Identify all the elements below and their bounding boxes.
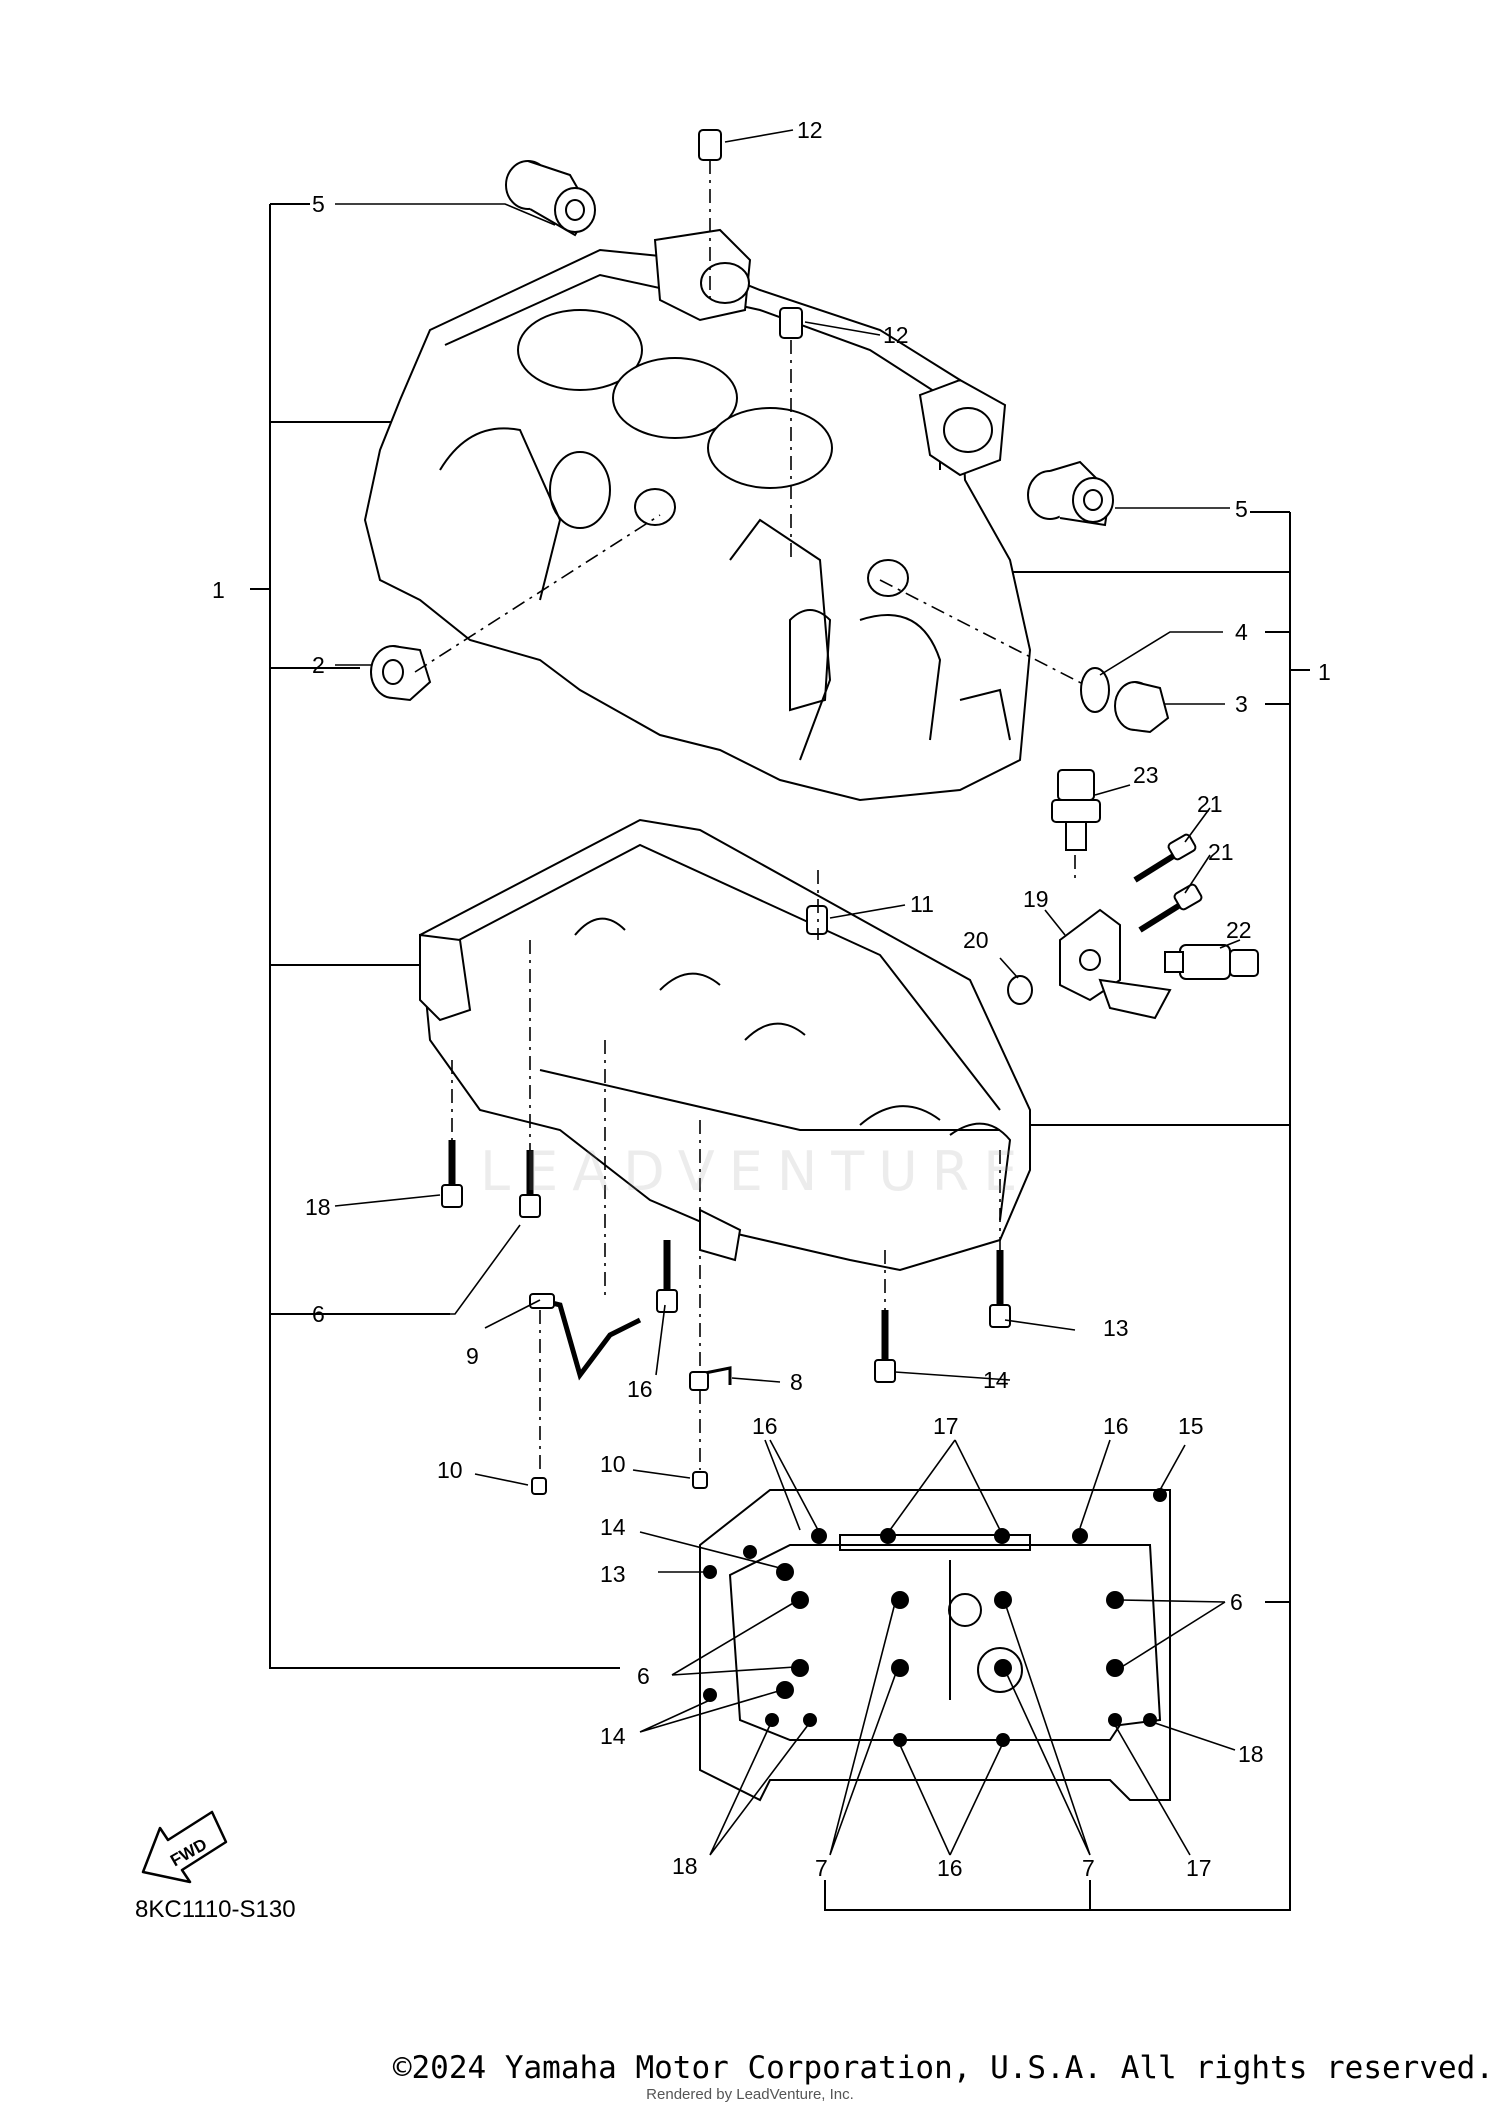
bolt-21a <box>1133 833 1197 883</box>
o-ring-20 <box>1007 975 1033 1005</box>
bolt-13 <box>989 1250 1011 1328</box>
mount-damper-5b <box>1027 460 1114 527</box>
screw-10b <box>692 1471 708 1489</box>
callout-12-a: 12 <box>797 117 823 143</box>
copyright-notice: ©2024 Yamaha Motor Corporation, U.S.A. A… <box>392 2050 1494 2086</box>
bolt-6 <box>519 1150 541 1218</box>
callout-17-b: 17 <box>1186 1855 1212 1881</box>
assembly-lines <box>414 160 1086 1475</box>
bolt-16 <box>656 1240 678 1313</box>
plug-3 <box>1114 681 1170 734</box>
oil-pipe-9 <box>539 1297 642 1381</box>
callout-2: 2 <box>312 652 325 678</box>
callout-21-b: 21 <box>1208 839 1234 865</box>
callout-10-b: 10 <box>600 1451 626 1477</box>
callout-21-a: 21 <box>1197 791 1223 817</box>
callout-14-c: 14 <box>600 1723 626 1749</box>
screw-10a <box>531 1477 547 1495</box>
callout-15: 15 <box>1178 1413 1204 1439</box>
callout-leaders <box>334 129 1241 1856</box>
callout-13-b: 13 <box>600 1561 626 1587</box>
callout-20: 20 <box>963 927 989 953</box>
callout-16-c: 16 <box>1103 1413 1129 1439</box>
dowel-pin-11 <box>806 905 828 935</box>
small-parts <box>370 129 1259 1495</box>
fwd-arrow-icon: FWD <box>141 1810 228 1884</box>
dowel-pin-12a <box>698 129 722 161</box>
group-brackets <box>250 203 1310 1911</box>
callout-1-left: 1 <box>212 577 225 603</box>
watermark: LEADVENTURE <box>480 1140 1032 1203</box>
bolt-21b <box>1138 883 1203 933</box>
pipe-bracket-9 <box>529 1293 555 1309</box>
dowel-pin-12b <box>779 307 803 339</box>
callout-23: 23 <box>1133 762 1159 788</box>
callout-16-b: 16 <box>752 1413 778 1439</box>
cylinder-bore-1 <box>517 309 643 391</box>
lower-crankcase <box>418 818 1031 1272</box>
callout-1-right: 1 <box>1318 659 1331 685</box>
upper-crankcase <box>363 228 1032 802</box>
o-ring-4 <box>1080 667 1110 713</box>
pressure-sensor-23 <box>1051 769 1101 851</box>
cylinder-bore-2 <box>612 357 738 439</box>
callout-12-b: 12 <box>883 322 909 348</box>
callout-4: 4 <box>1235 619 1248 645</box>
callout-9: 9 <box>466 1343 479 1369</box>
mount-damper-5a <box>505 160 596 237</box>
callout-6-mid: 6 <box>312 1301 325 1327</box>
callout-7-a: 7 <box>815 1855 828 1881</box>
bolt-14 <box>874 1310 896 1383</box>
bolt-18 <box>441 1140 463 1208</box>
callout-5-top: 5 <box>312 191 325 217</box>
callout-18-c: 18 <box>672 1853 698 1879</box>
callout-6-lower: 6 <box>637 1663 650 1689</box>
callout-10-a: 10 <box>437 1457 463 1483</box>
callout-5-right: 5 <box>1235 496 1248 522</box>
pressure-switch-22 <box>1164 944 1259 980</box>
callout-19: 19 <box>1023 886 1049 912</box>
callout-17-a: 17 <box>933 1413 959 1439</box>
plug-2 <box>370 645 432 702</box>
callout-3: 3 <box>1235 691 1248 717</box>
cylinder-bore-3 <box>707 407 833 489</box>
callout-7-b: 7 <box>1082 1855 1095 1881</box>
callout-22: 22 <box>1226 917 1252 943</box>
callout-8: 8 <box>790 1369 803 1395</box>
callout-11: 11 <box>910 891 934 917</box>
callout-16-a: 16 <box>627 1376 653 1402</box>
callout-18-b: 18 <box>1238 1741 1264 1767</box>
callout-16-d: 16 <box>937 1855 963 1881</box>
oil-pressure-housing-19 <box>1059 908 1172 1020</box>
diagram-reference-code: 8KC1110-S130 <box>135 1896 296 1923</box>
callout-numbers: 1 1 2 3 4 5 5 6 6 6 7 7 8 9 10 10 11 12 … <box>212 117 1331 1881</box>
callout-14-a: 14 <box>983 1367 1009 1393</box>
bottom-view-bolt-dots <box>703 1488 1167 1747</box>
callout-18-a: 18 <box>305 1194 331 1220</box>
callout-6-right: 6 <box>1230 1589 1243 1615</box>
callout-13-a: 13 <box>1103 1315 1129 1341</box>
callout-14-b: 14 <box>600 1514 626 1540</box>
bottom-view-outline <box>699 1489 1171 1802</box>
rendered-by-credit: Rendered by LeadVenture, Inc. <box>646 2086 854 2103</box>
